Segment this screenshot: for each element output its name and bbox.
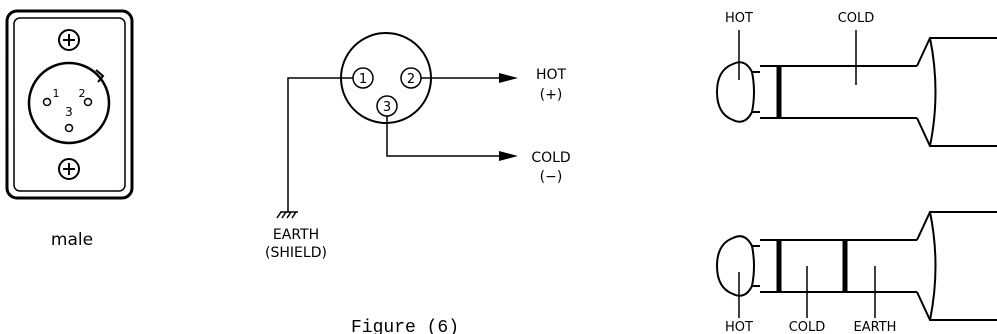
stereo-plug-sleeve xyxy=(916,211,997,321)
mono-plug xyxy=(715,30,997,147)
mono-plug-tip xyxy=(715,61,760,123)
xlr-pin-3-label: 3 xyxy=(65,105,73,119)
mono-hot-label: HOT xyxy=(725,11,753,26)
pinout-pin-1-label: 1 xyxy=(359,72,367,87)
xlr-pin-1-label: 1 xyxy=(53,87,60,100)
stereo-plug xyxy=(715,211,997,321)
connector-plate-inner xyxy=(13,17,126,192)
stereo-plug-sleeve-edge xyxy=(929,211,937,321)
cold-label: COLD xyxy=(531,150,570,166)
screw-top-icon xyxy=(58,29,80,51)
connector-latch xyxy=(95,69,105,83)
figure-caption: Figure (6) xyxy=(351,318,459,334)
earth-wire xyxy=(287,77,353,212)
screw-bottom-icon xyxy=(58,158,80,180)
mono-plug-sleeve-edge xyxy=(929,37,937,147)
shield-label: (SHIELD) xyxy=(265,245,327,261)
earth-label: EARTH xyxy=(273,227,319,243)
stereo-hot-label: HOT xyxy=(725,320,753,334)
xlr-connector xyxy=(5,9,134,200)
ground-symbol-icon xyxy=(276,211,298,219)
stereo-earth-label: EARTH xyxy=(854,320,897,334)
mono-plug-sleeve xyxy=(916,37,997,147)
pin-hole-3 xyxy=(64,123,74,133)
pin-hole-1 xyxy=(42,97,52,107)
connector-plate-outer xyxy=(5,9,134,200)
hot-sign: (+) xyxy=(540,87,563,103)
stereo-cold-label: COLD xyxy=(789,320,826,334)
xlr-caption: male xyxy=(51,230,93,250)
stereo-plug-tip-groove xyxy=(751,245,755,287)
hot-arrow-icon xyxy=(499,73,518,83)
mono-plug-tip-groove xyxy=(751,71,755,113)
pinout-pin-2-label: 2 xyxy=(407,72,415,87)
cold-arrow-icon xyxy=(499,151,518,161)
pin-hole-2 xyxy=(83,97,93,107)
pinout-pin-3-label: 3 xyxy=(383,100,391,115)
pinout-schematic xyxy=(276,32,500,219)
connector-body xyxy=(27,61,111,145)
cold-wire xyxy=(386,116,500,157)
cold-sign: (−) xyxy=(540,169,563,185)
stereo-plug-tip xyxy=(715,235,760,297)
hot-label: HOT xyxy=(536,67,567,83)
mono-cold-label: COLD xyxy=(838,11,875,26)
xlr-pin-2-label: 2 xyxy=(79,87,86,100)
